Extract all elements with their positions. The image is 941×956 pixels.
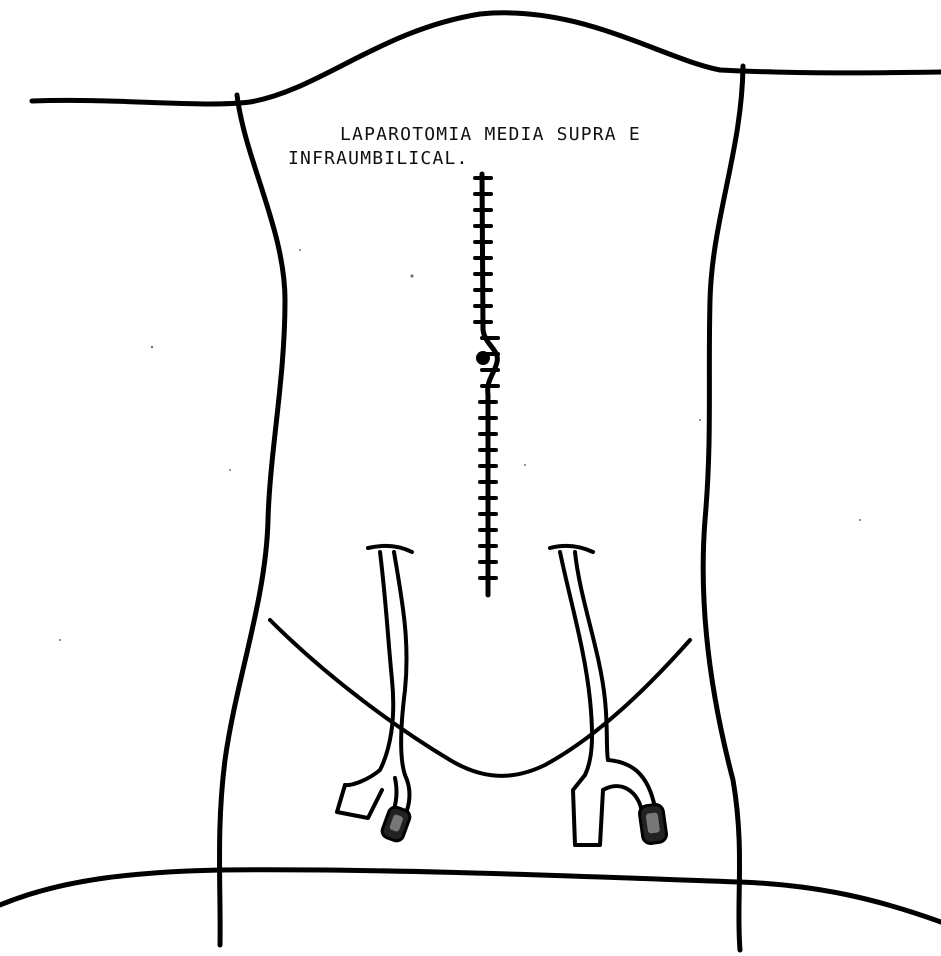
right-flank-contour (703, 66, 743, 950)
lower-body-contour (0, 870, 941, 922)
caption-line-1: LAPAROTOMIA MEDIA SUPRA E (340, 124, 641, 145)
right-drain (550, 546, 668, 845)
caption-line-2: INFRAUMBILICAL. (288, 148, 469, 169)
umbilicus-mark (476, 351, 490, 365)
upper-body-contour (32, 13, 941, 104)
laparotomy-incision (475, 174, 498, 595)
left-flank-contour (220, 95, 286, 945)
pelvic-curve (270, 620, 690, 776)
left-drain (337, 546, 412, 843)
